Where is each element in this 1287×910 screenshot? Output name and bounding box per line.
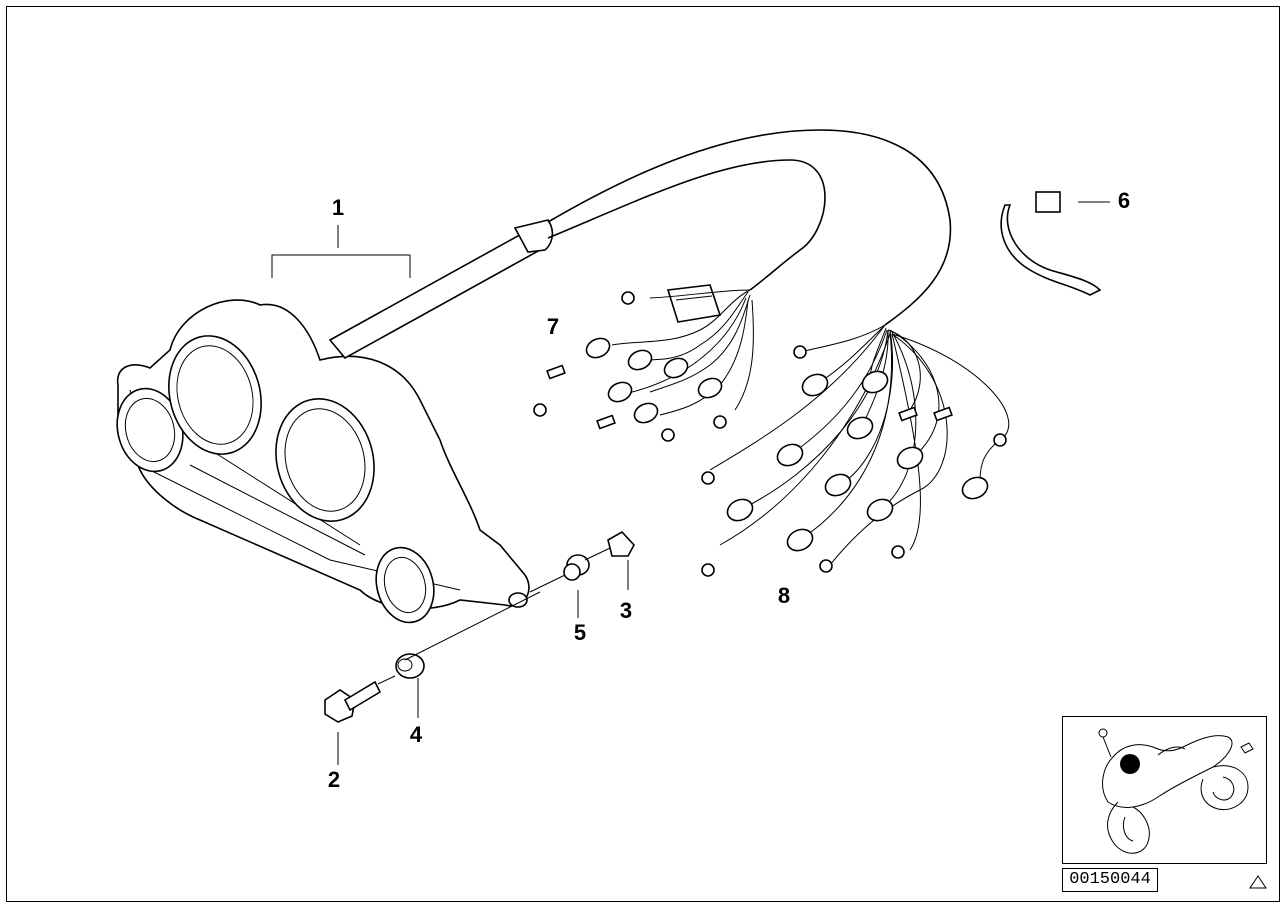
callout-4: 4 xyxy=(410,722,423,747)
bush-icon[interactable] xyxy=(563,554,590,581)
leader-lines xyxy=(271,201,1110,765)
wiring-harness-icon[interactable] xyxy=(533,129,1010,577)
instrument-cluster-icon[interactable] xyxy=(108,219,554,629)
callout-6: 6 xyxy=(1118,188,1130,213)
callout-8: 8 xyxy=(778,583,790,608)
clip-icon[interactable] xyxy=(607,530,635,557)
grommet-icon[interactable] xyxy=(395,653,425,679)
diagram-frame xyxy=(6,6,1280,902)
callout-3: 3 xyxy=(620,598,632,623)
callout-1: 1 xyxy=(332,195,344,220)
callout-5: 5 xyxy=(574,620,586,645)
callout-2: 2 xyxy=(328,767,340,792)
bolt-icon[interactable] xyxy=(324,680,382,723)
cable-strap-icon[interactable] xyxy=(1000,191,1102,296)
callout-7: 7 xyxy=(547,314,559,339)
motorcycle-location-icon xyxy=(1062,716,1267,864)
reference-number: 00150044 xyxy=(1062,868,1158,892)
triangle-icon xyxy=(1249,875,1267,889)
